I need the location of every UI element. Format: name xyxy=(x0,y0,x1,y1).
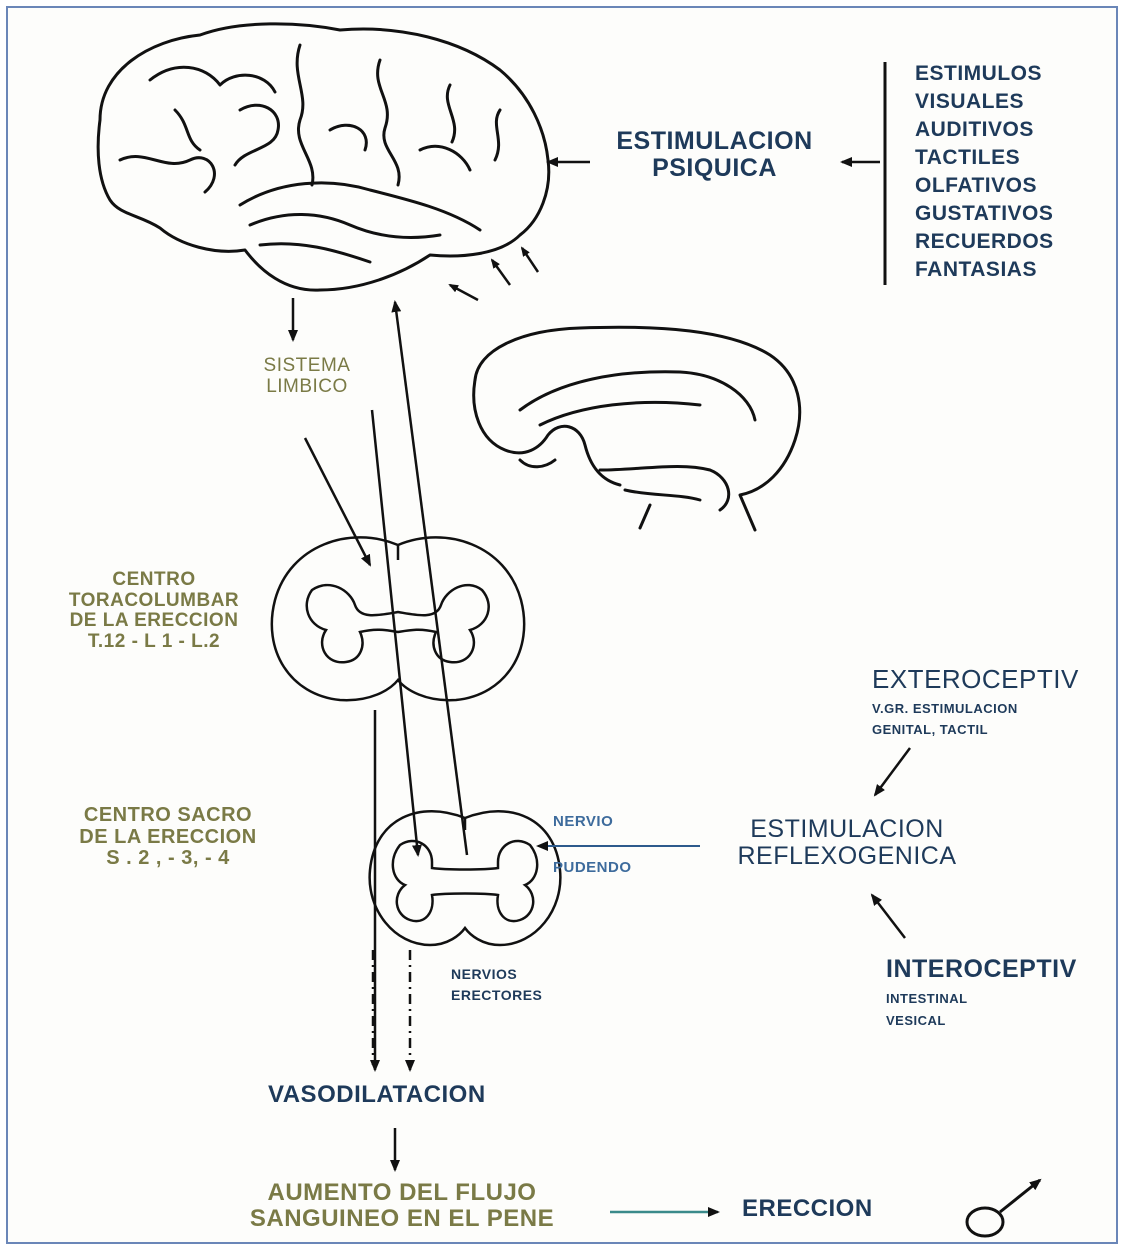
male-symbol-icon xyxy=(967,1180,1040,1236)
thoracolumbar-cord-section-icon xyxy=(272,537,524,700)
interoceptive-title: INTEROCEPTIV xyxy=(886,956,1077,983)
pathway-arrows xyxy=(293,162,910,1170)
stimulus-item: TACTILES xyxy=(915,144,1054,172)
stimulus-item: GUSTATIVOS xyxy=(915,200,1054,228)
stimulus-item: FANTASIAS xyxy=(915,256,1054,284)
psychic-stimulation-label: ESTIMULACION PSIQUICA xyxy=(597,128,832,182)
pudendal-nerve-label-bottom: PUDENDO xyxy=(553,860,632,876)
exteroceptive-description: V.GR. ESTIMULACION GENITAL, TACTIL xyxy=(872,699,1018,741)
interoceptive-description: INTESTINAL VESICAL xyxy=(886,988,968,1032)
stimulus-item: AUDITIVOS xyxy=(915,116,1054,144)
stimulus-item: OLFATIVOS xyxy=(915,172,1054,200)
reflexogenic-stimulation-label: ESTIMULACION REFLEXOGENICA xyxy=(712,816,982,870)
thoracolumbar-center-label: CENTRO TORACOLUMBAR DE LA ERECCION T.12 … xyxy=(54,570,254,652)
exteroceptive-title: EXTEROCEPTIV xyxy=(872,665,1079,693)
stimulus-item: VISUALES xyxy=(915,88,1054,116)
blood-flow-label: AUMENTO DEL FLUJO SANGUINEO EN EL PENE xyxy=(212,1180,592,1232)
erection-label: ERECCION xyxy=(742,1196,873,1222)
brain-lateral-icon xyxy=(98,24,549,290)
sacral-center-label: CENTRO SACRO DE LA ERECCION S . 2 , - 3,… xyxy=(48,805,288,870)
stimulus-item: RECUERDOS xyxy=(915,228,1054,256)
limbic-system-label: SISTEMA LIMBICO xyxy=(242,356,372,397)
brain-sagittal-icon xyxy=(474,327,800,530)
erector-nerves-label: NERVIOS ERECTORES xyxy=(451,964,542,1006)
vasodilation-label: VASODILATACION xyxy=(268,1082,486,1108)
stimulation-sources-list: ESTIMULOS VISUALES AUDITIVOS TACTILES OL… xyxy=(915,60,1054,284)
stimulus-item: ESTIMULOS xyxy=(915,60,1054,88)
pudendal-nerve-label-top: NERVIO xyxy=(553,814,613,830)
